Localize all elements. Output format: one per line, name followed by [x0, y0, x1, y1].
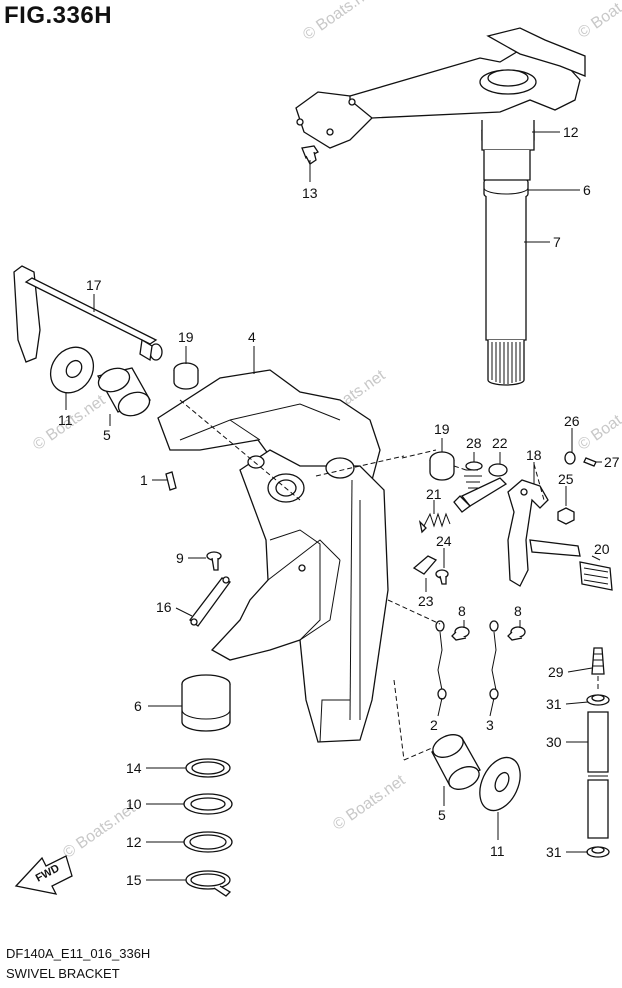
- callout-6-lower: 6: [134, 698, 142, 714]
- part-26-washer: [564, 451, 576, 465]
- part-30-tube: [587, 711, 609, 839]
- part-7-steering-shaft: [481, 120, 535, 386]
- callout-24: 24: [436, 533, 452, 549]
- part-6-lower-bushing: [181, 674, 231, 732]
- callout-25: 25: [558, 471, 574, 487]
- callout-10: 10: [126, 796, 142, 812]
- part-21-spring: [418, 512, 451, 534]
- part-5-bushing-left: [97, 367, 151, 417]
- callout-17: 17: [86, 277, 102, 293]
- part-17-tilt-rod: [13, 265, 163, 363]
- figure-name: SWIVEL BRACKET: [6, 966, 120, 981]
- part-8-bolt-left: [451, 626, 470, 641]
- callout-18: 18: [526, 447, 542, 463]
- part-8-bolt-right: [507, 626, 526, 641]
- callout-26: 26: [564, 413, 580, 429]
- part-23-plate: [412, 555, 438, 575]
- callout-11-left: 11: [58, 412, 73, 428]
- callout-1: 1: [140, 472, 148, 488]
- callouts: 12 6 7 13 17 19 4 11 5 1 19 28 22: [58, 124, 620, 888]
- part-14-washer: [185, 758, 231, 778]
- part-29-grease-fitting: [591, 647, 605, 675]
- part-24-bolt: [435, 569, 449, 585]
- part-22-lever: [453, 463, 508, 513]
- fwd-arrow: FWD: [14, 855, 73, 895]
- part-12-washer: [183, 831, 233, 853]
- callout-23: 23: [418, 593, 434, 609]
- callout-8-left: 8: [458, 603, 466, 619]
- callout-8-right: 8: [514, 603, 522, 619]
- callout-19-right: 19: [434, 421, 450, 437]
- callout-21: 21: [426, 486, 442, 502]
- part-9-bolt: [206, 551, 222, 571]
- callout-29: 29: [548, 664, 564, 680]
- figure-title: FIG.336H: [4, 2, 113, 29]
- callout-2: 2: [430, 717, 438, 733]
- callout-14: 14: [126, 760, 142, 776]
- part-19-bushing-left: [173, 362, 199, 390]
- callout-6: 6: [583, 182, 591, 198]
- callout-11-lower: 11: [490, 843, 505, 859]
- callout-13: 13: [302, 185, 318, 201]
- part-10-washer: [183, 793, 233, 815]
- part-25-nut: [557, 507, 575, 525]
- callout-22: 22: [492, 435, 508, 451]
- callout-5-left: 5: [103, 427, 111, 443]
- callout-30: 30: [546, 734, 562, 750]
- callout-5-lower: 5: [438, 807, 446, 823]
- callout-15: 15: [126, 872, 142, 888]
- part-11-washer-left: [49, 346, 95, 394]
- part-3-ground-cable: [489, 620, 499, 700]
- part-13-bolt: [301, 145, 319, 165]
- part-18-tilt-lever: [507, 479, 581, 587]
- steering-bracket: [295, 27, 586, 149]
- callout-7: 7: [553, 234, 561, 250]
- callout-31-upper: 31: [546, 696, 562, 712]
- callout-16: 16: [156, 599, 172, 615]
- part-31-clip-lower: [586, 846, 610, 858]
- callout-4: 4: [248, 329, 256, 345]
- part-16-tilt-lock: [189, 576, 231, 627]
- callout-27: 27: [604, 454, 620, 470]
- callout-19-left: 19: [178, 329, 194, 345]
- part-15-circlip: [185, 870, 232, 897]
- callout-20: 20: [594, 541, 610, 557]
- callout-3: 3: [486, 717, 494, 733]
- part-28-spring: [464, 461, 483, 489]
- callout-12: 12: [563, 124, 579, 140]
- part-20-grip: [579, 561, 613, 591]
- callout-31-lower: 31: [546, 844, 562, 860]
- part-11-washer-lower: [479, 756, 521, 812]
- callout-9: 9: [176, 550, 184, 566]
- part-1-grease-nipple: [165, 471, 177, 491]
- part-31-clip-upper: [586, 694, 610, 706]
- part-19-bushing-right: [429, 451, 455, 481]
- callout-28: 28: [466, 435, 482, 451]
- part-2-ground-cable: [435, 620, 447, 700]
- figure-code: DF140A_E11_016_336H: [6, 946, 151, 961]
- part-27-pin: [583, 457, 597, 467]
- part-5-bushing-lower: [431, 734, 481, 790]
- callout-12-lower: 12: [126, 834, 142, 850]
